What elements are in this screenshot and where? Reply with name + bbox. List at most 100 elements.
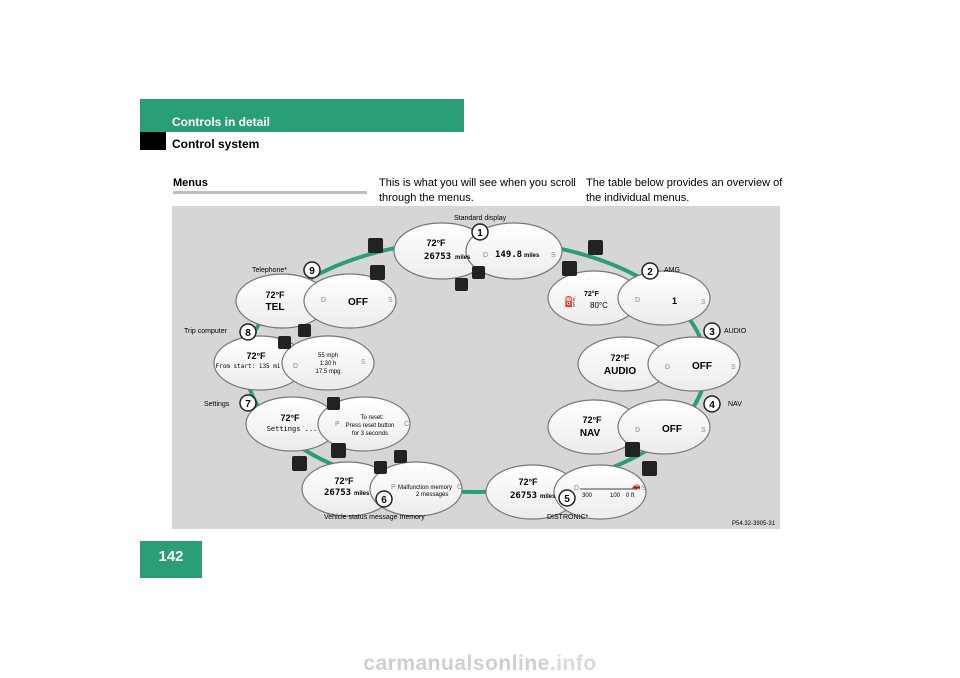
veh-p: P — [391, 484, 396, 491]
intro-text-2-line-2: the individual menus. — [586, 192, 690, 204]
veh-c: C — [457, 484, 462, 491]
trip-left-value: From start: 135 mi — [215, 363, 280, 370]
audio-d: D — [665, 364, 670, 371]
page-number-box — [140, 541, 202, 578]
step-markers: 1 2 3 4 5 6 7 8 9 — [239, 223, 721, 508]
amg-oil-temp: 80°C — [590, 301, 608, 310]
marker-2: 2 — [647, 267, 653, 278]
trip-right-line3: 17.5 mpg — [315, 369, 340, 375]
nav-d: D — [635, 427, 640, 434]
button-icons — [278, 238, 657, 476]
std-right-unit: miles — [524, 253, 540, 259]
marker-9: 9 — [309, 266, 315, 277]
nav-temp: 72°F — [582, 415, 602, 425]
dist-s: S — [641, 485, 646, 492]
dist-scale-100: 100 — [610, 493, 621, 499]
std-s: S — [551, 252, 556, 259]
std-d: D — [483, 252, 488, 259]
audio-temp: 72°F — [610, 353, 630, 363]
intro-text-2-line-1: The table below provides an overview of — [586, 177, 783, 189]
page-button-icon — [292, 456, 307, 471]
set-right-line2: Press reset button — [346, 423, 395, 429]
label-audio: AUDIO — [724, 328, 747, 335]
set-right-line1: To reset: — [360, 415, 383, 421]
audio-right-value: OFF — [692, 361, 712, 372]
veh-right-line2: 2 messages — [416, 492, 448, 498]
label-nav: NAV — [728, 401, 742, 408]
std-left-value: 26753 — [424, 252, 451, 262]
page-button-icon — [642, 461, 657, 476]
nav-s: S — [701, 427, 706, 434]
scroll-button-icon — [298, 324, 311, 337]
trip-d: D — [293, 363, 298, 370]
label-vehicle-status: Vehicle status message memory — [324, 514, 425, 521]
figure-reference: P54.32-3905-31 — [732, 521, 776, 527]
watermark-right: .info — [549, 652, 597, 675]
page-button-icon — [368, 238, 383, 253]
page-button-icon — [562, 261, 577, 276]
menu-diagram-svg: 72°F 26753 miles D 149.8 miles S 72°F ⛽ … — [184, 215, 776, 527]
watermark: carmanualsonline.info — [0, 652, 960, 676]
trip-temp: 72°F — [246, 351, 266, 361]
dist-scale-300: 300 — [582, 493, 593, 499]
trip-right-line1: 55 mph — [318, 353, 338, 359]
display-standard: 72°F 26753 miles D 149.8 miles S — [393, 222, 563, 280]
marker-3: 3 — [709, 327, 715, 338]
page-button-icon — [625, 442, 640, 457]
label-trip: Trip computer — [184, 328, 228, 335]
set-right-line3: for 3 seconds — [352, 431, 388, 437]
amg-right-value: 1 — [672, 296, 677, 306]
veh-left-unit: miles — [354, 491, 370, 497]
set-p: P — [335, 421, 340, 428]
veh-left-value: 26753 — [324, 488, 351, 498]
oil-can-icon: ⛽ — [564, 295, 576, 308]
std-right-value: 149.8 — [495, 250, 522, 260]
menus-heading: Menus — [173, 177, 208, 189]
veh-right-line1: Malfunction memory — [398, 485, 452, 491]
car-icon: 🚗 — [632, 483, 641, 490]
intro-text-2: The table below provides an overview of … — [586, 176, 786, 206]
std-left-unit: miles — [455, 255, 471, 261]
amg-s: S — [701, 299, 706, 306]
scroll-button-icon — [327, 397, 340, 410]
dist-d: D — [574, 485, 579, 492]
page-button-icon — [331, 443, 346, 458]
display-vehicle-status: 72°F 26753 miles P Malfunction memory 2 … — [301, 461, 463, 517]
nav-right-value: OFF — [662, 424, 682, 435]
intro-text-1-line-2: through the menus. — [379, 192, 474, 204]
dist-left-unit: miles — [540, 494, 556, 500]
page-button-icon — [588, 240, 603, 255]
dist-scale-0: 0 ft — [626, 493, 635, 499]
scroll-button-icon — [394, 450, 407, 463]
nav-left-value: NAV — [580, 428, 601, 439]
marker-8: 8 — [245, 328, 251, 339]
set-temp: 72°F — [280, 413, 300, 423]
set-c: C — [404, 421, 409, 428]
tel-d: D — [321, 297, 326, 304]
page-number: 142 — [158, 548, 184, 565]
tel-s: S — [388, 297, 393, 304]
marker-4: 4 — [709, 400, 715, 411]
scroll-button-icon — [374, 461, 387, 474]
subsection-title: Control system — [172, 137, 260, 151]
display-audio: 72°F AUDIO D OFF S — [577, 336, 741, 392]
label-distronic: DISTRONIC* — [547, 514, 589, 521]
label-amg: AMG — [664, 267, 680, 274]
amg-temp-outside: 72°F — [584, 290, 600, 298]
label-telephone: Telephone* — [252, 267, 287, 274]
std-temp: 72°F — [426, 238, 446, 248]
marker-7: 7 — [245, 399, 251, 410]
intro-text-1: This is what you will see when you scrol… — [379, 176, 579, 206]
trip-right-line2: 1:30 h — [320, 361, 337, 367]
marker-1: 1 — [477, 228, 483, 239]
dist-temp: 72°F — [518, 477, 538, 487]
marker-5: 5 — [564, 494, 570, 505]
amg-d: D — [635, 297, 640, 304]
dist-left-value: 26753 — [510, 491, 537, 501]
page-button-icon — [370, 265, 385, 280]
display-nav: 72°F NAV D OFF S — [547, 399, 711, 455]
scroll-button-icon — [472, 266, 485, 279]
intro-text-1-line-1: This is what you will see when you scrol… — [379, 177, 576, 189]
tel-left-value: TEL — [266, 302, 285, 313]
menu-diagram: 72°F 26753 miles D 149.8 miles S 72°F ⛽ … — [172, 206, 780, 529]
